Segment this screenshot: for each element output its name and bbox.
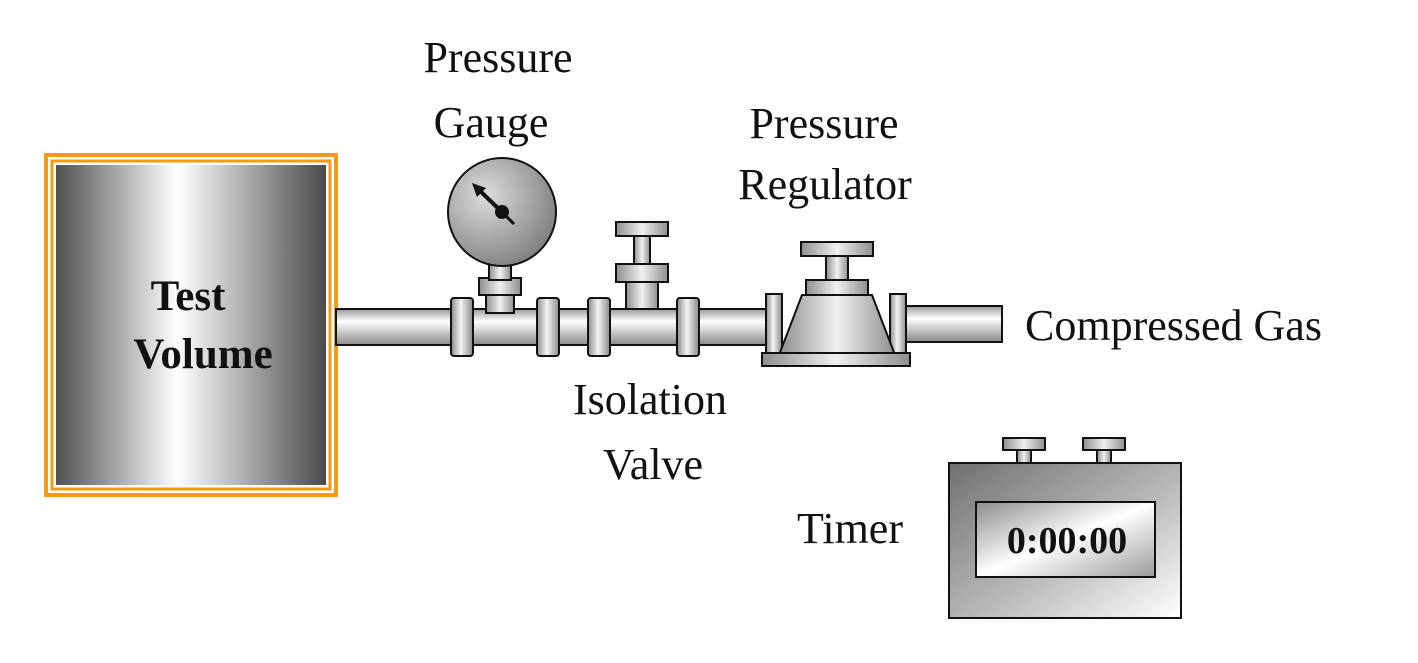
isolation-valve: Isolation Valve <box>573 221 727 489</box>
test-volume-label-line1: Test <box>151 273 227 320</box>
timer-display: 0:00:00 <box>1007 520 1127 562</box>
pipe-segment-right <box>901 305 1003 343</box>
timer-button-right-stem <box>1096 449 1112 465</box>
regulator-flange-left <box>765 293 783 355</box>
regulator-base <box>761 352 911 367</box>
pressure-gauge: Pressure Gauge <box>423 33 573 314</box>
regulator-flange-right <box>889 293 907 355</box>
tank-body <box>56 165 326 485</box>
regulator-handle <box>800 241 874 257</box>
timer-screen <box>975 501 1156 578</box>
pressure-regulator-label-line2: Regulator <box>738 160 912 209</box>
compressed-gas-label: Compressed Gas <box>1025 301 1322 350</box>
valve-handle <box>615 221 669 237</box>
test-volume-label-line2: Volume <box>133 331 272 378</box>
timer: 0:00:00 Timer <box>797 437 1182 619</box>
regulator-cap <box>805 279 869 296</box>
timer-button-left-cap <box>1002 437 1046 451</box>
tank-inner-frame <box>50 159 332 491</box>
timer-label: Timer <box>797 504 903 553</box>
valve-stem-upper <box>633 235 651 265</box>
flange-1 <box>450 297 474 357</box>
isolation-valve-label-line2: Valve <box>603 440 703 489</box>
test-volume-tank: Test Volume <box>44 153 338 497</box>
valve-body-neck <box>625 281 659 310</box>
isolation-valve-label-line1: Isolation <box>573 375 727 424</box>
pressure-gauge-label-line2: Gauge <box>434 98 549 147</box>
gauge-needle-tip <box>472 183 486 197</box>
pipe-flanges <box>450 297 700 357</box>
flange-4 <box>676 297 700 357</box>
flange-3 <box>587 297 611 357</box>
regulator-body <box>777 294 897 356</box>
valve-bonnet <box>615 263 669 283</box>
flange-2 <box>536 297 560 357</box>
pressure-regulator-label-line1: Pressure <box>749 99 898 148</box>
gauge-pivot <box>495 205 509 219</box>
timer-button-left-stem <box>1016 449 1032 465</box>
pressure-gauge-label-line1: Pressure <box>423 33 572 82</box>
pressure-regulator: Pressure Regulator <box>738 99 912 367</box>
timer-button-right-cap <box>1082 437 1126 451</box>
